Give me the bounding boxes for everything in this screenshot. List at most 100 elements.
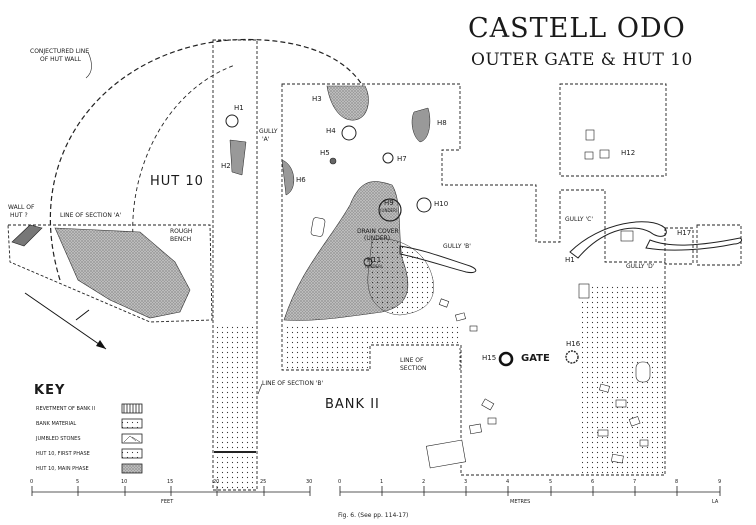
label-rough-bench: ROUGH	[170, 228, 193, 235]
hut10-first-phase-left	[54, 227, 191, 319]
key-heading: KEY	[34, 383, 66, 398]
key-label-bank: BANK MATERIAL	[36, 421, 77, 427]
inner-arc	[132, 64, 236, 301]
label-h16: H16	[566, 340, 581, 348]
label-bank-ii: BANK II	[325, 397, 380, 412]
figure-caption: Fig. 6. (See pp. 114-17)	[338, 512, 409, 519]
h6-rock	[281, 159, 294, 196]
label-h3: H3	[312, 95, 322, 103]
gate-area-dots	[582, 285, 664, 474]
scale-metres-tick: 4	[506, 479, 510, 485]
h9-circle	[378, 198, 402, 222]
scale-feet-tick: 5	[76, 479, 80, 485]
north-arrow	[24, 292, 107, 350]
label-section-a: LINE OF SECTION 'A'	[60, 212, 122, 219]
key-swatch-revetment	[121, 403, 143, 414]
label-h1: H1	[234, 104, 244, 112]
bank-ii-fill	[283, 325, 460, 369]
jumbled-stones	[310, 129, 651, 469]
label-h15: H15	[482, 354, 497, 362]
section-b-line	[257, 383, 263, 395]
scale-metres-tick: 0	[338, 479, 342, 485]
label-h10: H10	[434, 200, 449, 208]
h4-circle	[341, 125, 357, 141]
scale-bar-feet	[31, 486, 311, 496]
label-wall-of-hut: WALL OF	[8, 204, 35, 211]
scale-metres-tick: 3	[464, 479, 468, 485]
h10-circle	[416, 197, 432, 213]
label-h5: H5	[320, 149, 330, 157]
hut10-first-phase	[367, 238, 434, 316]
label-h2: H2	[221, 162, 231, 170]
label-h13: H1	[565, 256, 575, 264]
label-section: SECTION	[400, 365, 427, 372]
label-drain-cover-2: (UNDER)	[364, 235, 391, 242]
label-gully-a: GULLY	[259, 128, 278, 135]
label-hut10: HUT 10	[150, 174, 204, 189]
wall-of-hut-stones	[11, 224, 43, 247]
scale-metres-tick: 8	[675, 479, 679, 485]
label-h12: H12	[621, 149, 636, 157]
conjectured-hut-wall	[49, 38, 369, 281]
section-b-dotted	[214, 325, 256, 490]
h8-rock	[411, 107, 431, 143]
label-h6: H6	[296, 176, 306, 184]
key-label-first-phase: HUT 10, FIRST PHASE	[36, 451, 90, 457]
scale-metres-tick: 1	[380, 479, 384, 485]
label-h7: H7	[397, 155, 407, 163]
conjectured-pointer	[85, 51, 92, 79]
main-trench	[281, 83, 666, 476]
scale-metres-tick: 5	[549, 479, 553, 485]
page-subtitle: OUTER GATE & HUT 10	[471, 50, 693, 70]
h5-circle	[329, 157, 337, 165]
h1-circle	[225, 114, 239, 128]
label-rough-bench-2: BENCH	[170, 236, 192, 243]
trench-h17	[664, 227, 694, 265]
north-arrow-head	[96, 340, 106, 349]
scale-feet-tick: 0	[30, 479, 34, 485]
scale-metres-tick: 6	[591, 479, 595, 485]
scale-feet-tick: 25	[260, 479, 267, 485]
key-swatch-stipple	[121, 463, 143, 474]
label-gate: GATE	[521, 353, 550, 364]
label-gully-d: GULLY 'D'	[626, 263, 655, 270]
scale-feet-tick: 30	[306, 479, 313, 485]
scale-feet-tick: 15	[167, 479, 174, 485]
label-gully-b: GULLY 'B'	[443, 243, 471, 250]
key-label-main-phase: HUT 10, MAIN PHASE	[36, 466, 89, 472]
h2-rock	[229, 139, 247, 176]
label-conjectured: CONJECTURED LINE	[30, 48, 90, 55]
h16-circle	[565, 350, 579, 364]
trench-east	[696, 224, 742, 266]
label-h9: H9	[384, 199, 394, 207]
label-gully-c: GULLY 'C'	[565, 216, 593, 223]
scale-metres-tick: 2	[422, 479, 426, 485]
scale-metres-tick: 7	[633, 479, 637, 485]
h15-circle	[498, 351, 514, 367]
label-h8: H8	[437, 119, 447, 127]
label-h11-under: (UNDER)	[365, 264, 383, 269]
h7-circle	[382, 152, 394, 164]
label-conjectured-2: OF HUT WALL	[40, 56, 81, 63]
left-trench	[7, 224, 213, 323]
scale-feet-tick: 10	[121, 479, 128, 485]
h3-outcrop	[326, 85, 369, 121]
scale-metres-tick: 9	[718, 479, 722, 485]
label-h11: H11	[367, 256, 382, 264]
gully-d	[645, 237, 743, 251]
label-gully-a-2: 'A'	[262, 136, 270, 143]
trench-h12	[559, 83, 667, 177]
label-h4: H4	[326, 127, 336, 135]
scale-metres-unit: METRES	[510, 499, 531, 505]
draughtsman-initials: LA	[712, 499, 719, 505]
label-line-of: LINE OF	[400, 357, 424, 364]
gully-b	[399, 245, 477, 273]
scale-bar-metres	[339, 486, 721, 496]
scale-feet-unit: FEET	[161, 499, 174, 505]
gully-c	[569, 221, 667, 259]
key-label-stones: JUMBLED STONES	[36, 436, 81, 442]
key-swatch-bank	[121, 418, 143, 429]
label-h9-under: (UNDER)	[380, 208, 398, 213]
h11-circle	[363, 257, 373, 267]
